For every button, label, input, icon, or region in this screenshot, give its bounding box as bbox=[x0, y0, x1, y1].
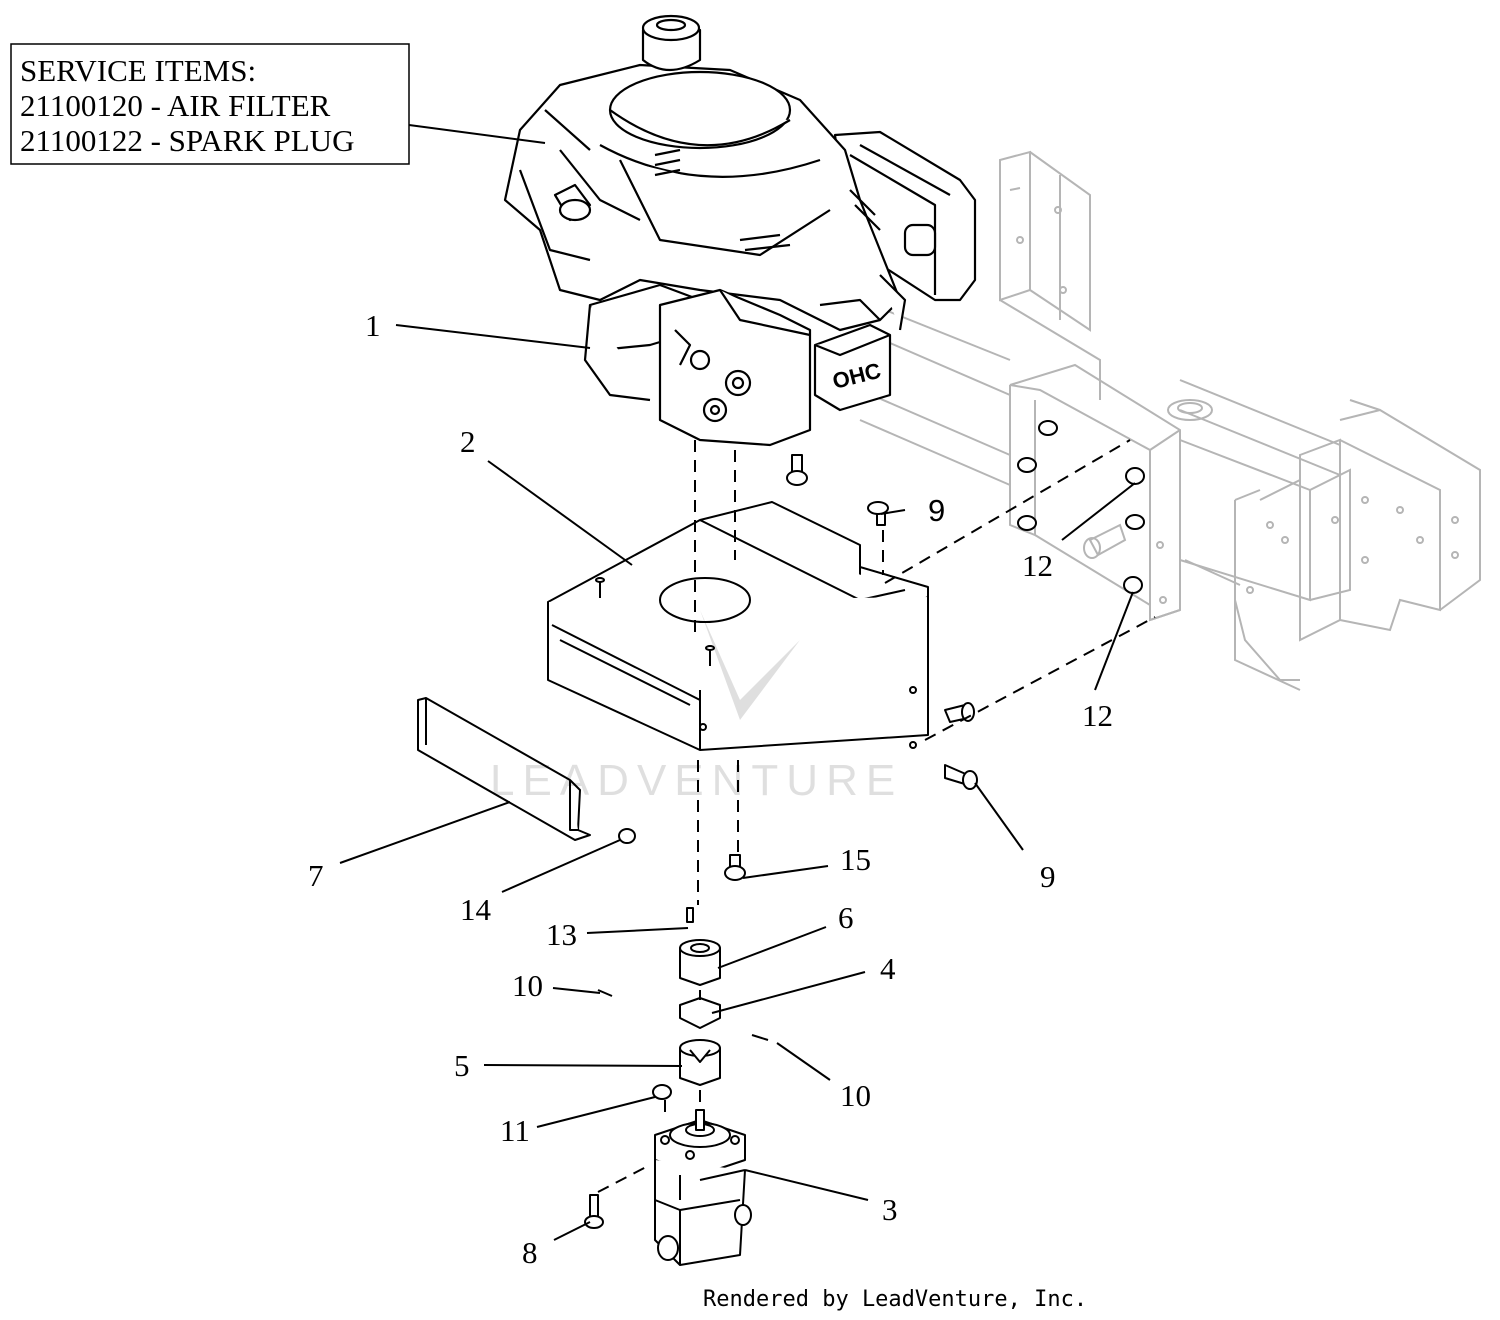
footer-credit: Rendered by LeadVenture, Inc. bbox=[703, 1287, 1087, 1312]
callout-1: 1 bbox=[365, 308, 381, 343]
coupler-parts bbox=[584, 454, 978, 1229]
callout-12-bottom: 12 bbox=[1082, 698, 1113, 733]
hydraulic-pump bbox=[654, 1109, 752, 1266]
callout-6: 6 bbox=[838, 900, 854, 935]
callout-9-top: 9 bbox=[928, 493, 945, 528]
callout-11: 11 bbox=[500, 1113, 530, 1148]
shield-panel bbox=[417, 697, 591, 841]
watermark: LEADVENTURE bbox=[490, 610, 903, 805]
callout-10-right: 10 bbox=[840, 1078, 871, 1113]
callout-8: 8 bbox=[522, 1235, 538, 1270]
callout-numbers: 1 2 9 12 12 9 7 14 15 13 6 10 4 5 10 11 … bbox=[308, 308, 1113, 1270]
callout-2: 2 bbox=[460, 424, 476, 459]
service-items-box: SERVICE ITEMS: 21100120 - AIR FILTER 211… bbox=[10, 43, 410, 165]
callout-4: 4 bbox=[880, 951, 896, 986]
callout-10-left: 10 bbox=[512, 968, 543, 1003]
bracket-nuts bbox=[1017, 420, 1145, 594]
callout-14: 14 bbox=[460, 892, 492, 927]
watermark-text: LEADVENTURE bbox=[490, 756, 903, 805]
leader-lines bbox=[339, 124, 1136, 1241]
engine-assembly bbox=[503, 14, 977, 447]
callout-7: 7 bbox=[308, 858, 324, 893]
callout-9-bottom: 9 bbox=[1040, 859, 1056, 894]
service-items-title: SERVICE ITEMS: bbox=[20, 53, 256, 88]
callout-3: 3 bbox=[882, 1192, 898, 1227]
assembly-lines bbox=[597, 439, 1156, 1193]
service-item-air-filter: 21100120 - AIR FILTER bbox=[20, 88, 331, 123]
engine-deck bbox=[547, 501, 929, 751]
callout-5: 5 bbox=[454, 1048, 470, 1083]
callout-13: 13 bbox=[546, 917, 577, 952]
callout-12-top: 12 bbox=[1022, 548, 1053, 583]
callout-15: 15 bbox=[840, 842, 871, 877]
service-item-spark-plug: 21100122 - SPARK PLUG bbox=[20, 123, 354, 158]
